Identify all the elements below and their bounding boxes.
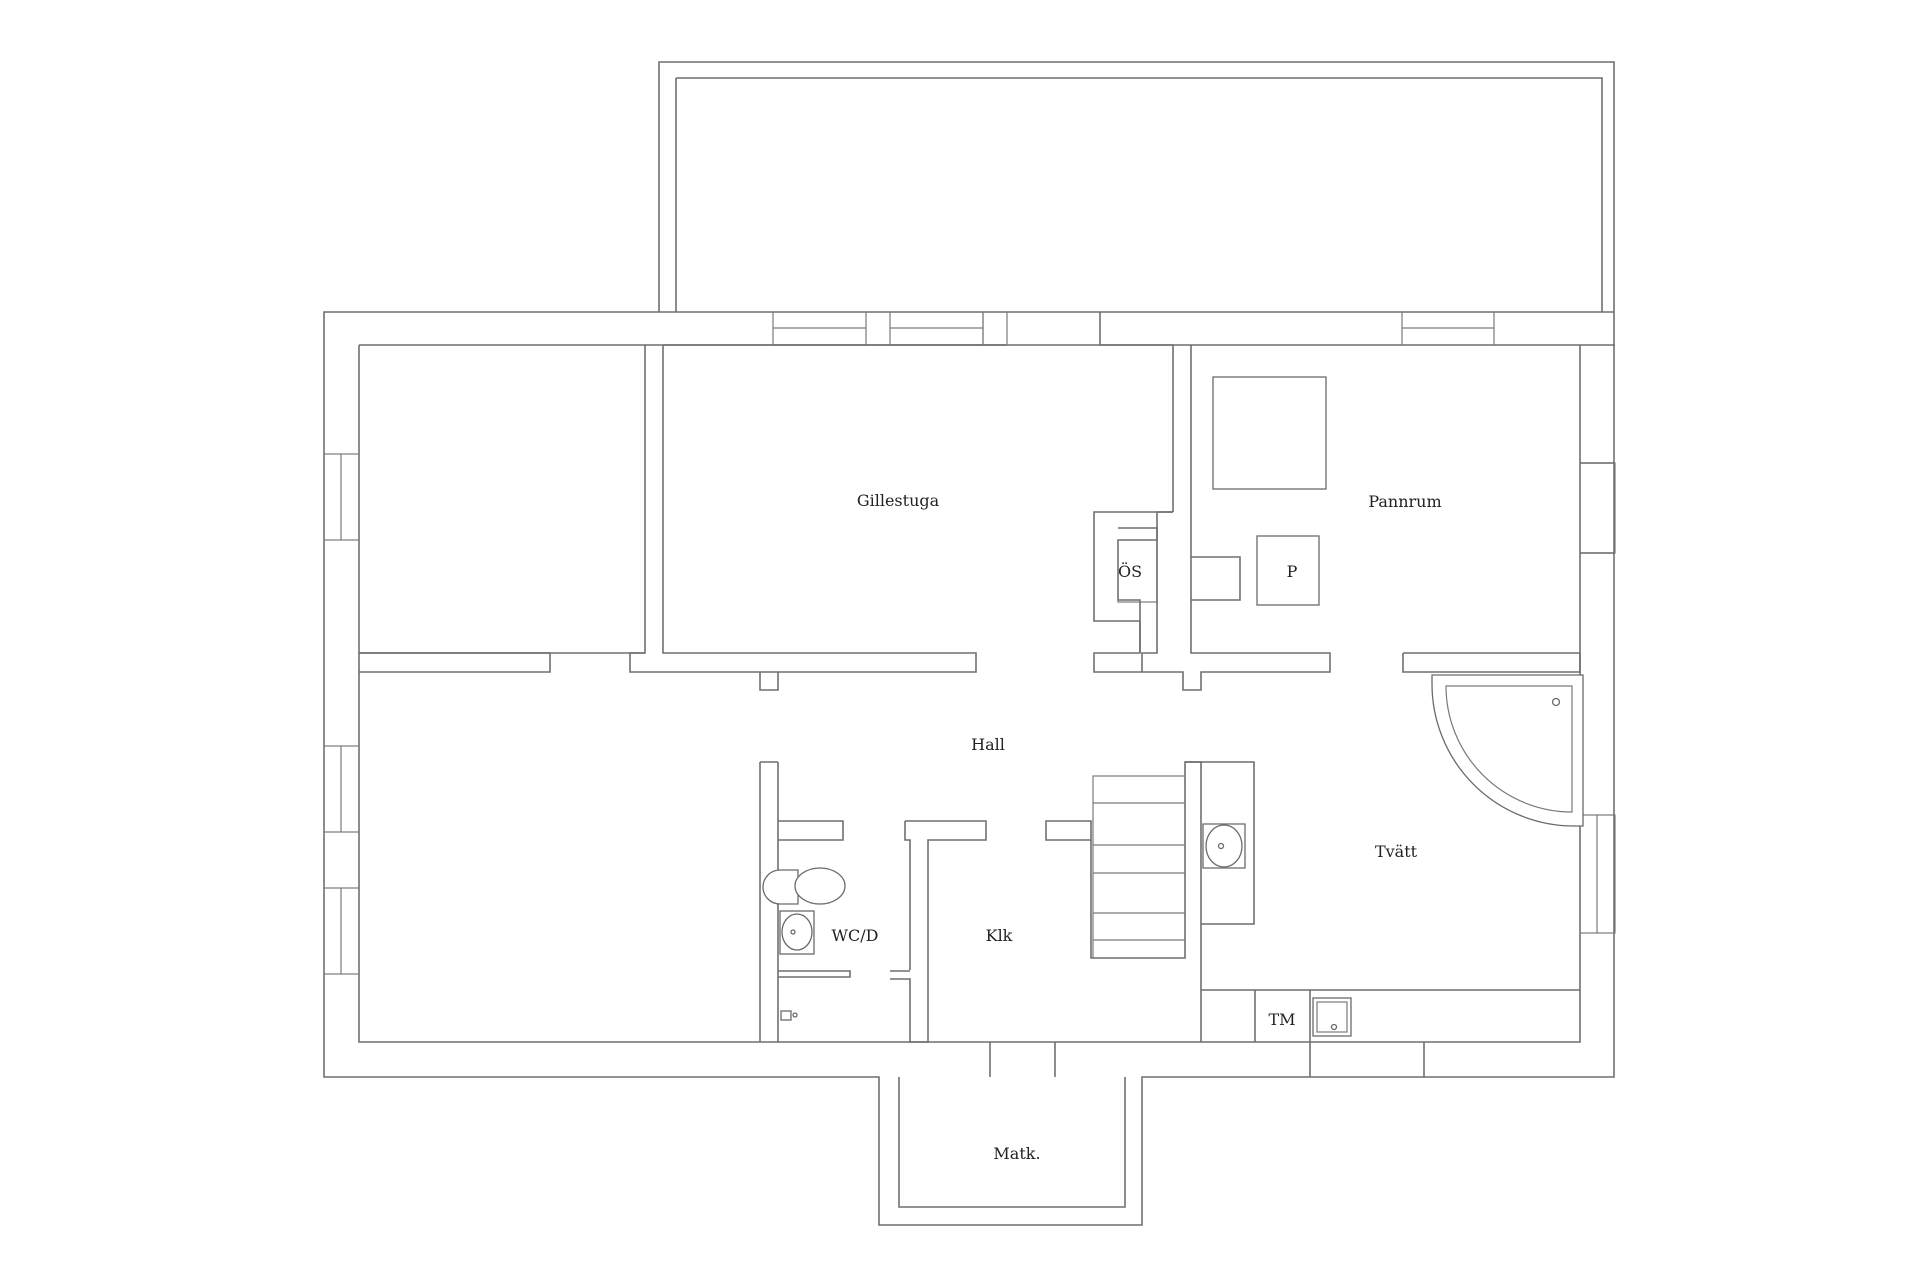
label-klk: Klk bbox=[986, 926, 1013, 945]
label-gillestuga: Gillestuga bbox=[857, 491, 940, 510]
label-os: ÖS bbox=[1118, 561, 1142, 581]
room-labels: Gillestuga Pannrum ÖS P Hall Tvätt WC/D … bbox=[832, 491, 1442, 1163]
label-hall: Hall bbox=[971, 735, 1005, 754]
label-matk: Matk. bbox=[993, 1144, 1040, 1163]
corner-bathtub bbox=[1431, 674, 1584, 827]
windows-top bbox=[772, 311, 1495, 346]
label-tvatt: Tvätt bbox=[1375, 842, 1418, 861]
label-pannrum: Pannrum bbox=[1368, 492, 1441, 511]
pannrum-p-box bbox=[1256, 535, 1320, 606]
staircase bbox=[1092, 775, 1186, 959]
wc-sink bbox=[779, 910, 815, 955]
wc-toilet bbox=[762, 867, 846, 905]
tm-sink bbox=[1312, 997, 1352, 1037]
windows-right bbox=[1579, 462, 1616, 934]
label-tm: TM bbox=[1268, 1010, 1295, 1029]
wc-drain bbox=[780, 1010, 798, 1021]
label-p: P bbox=[1287, 562, 1298, 581]
pannrum-tank bbox=[1212, 376, 1327, 490]
exterior-walls bbox=[323, 61, 1615, 1226]
windows-left bbox=[323, 453, 360, 975]
interior-walls bbox=[359, 312, 1615, 1208]
label-wcd: WC/D bbox=[832, 926, 879, 945]
tvatt-sink bbox=[1202, 823, 1246, 869]
